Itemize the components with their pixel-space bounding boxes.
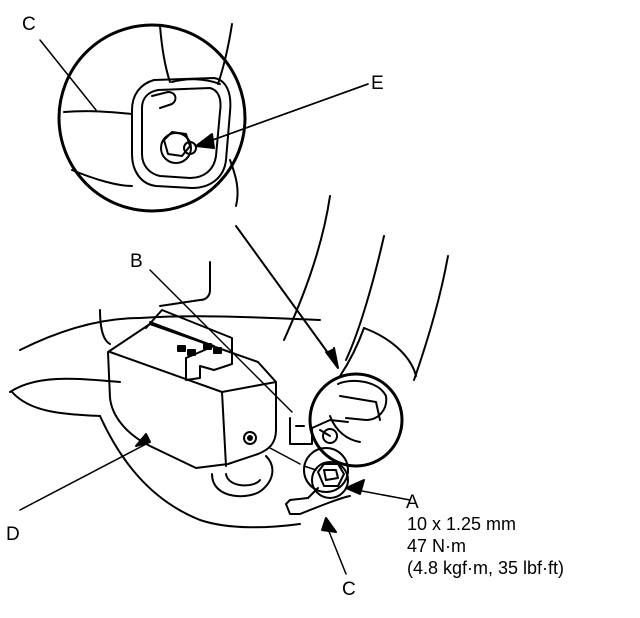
detail-view — [39, 23, 369, 213]
label-c-top: C — [22, 14, 36, 35]
bolt-spec: 10 x 1.25 mm 47 N·m (4.8 kgf·m, 35 lbf·f… — [407, 513, 564, 579]
label-e: E — [371, 73, 384, 94]
seat-assembly — [9, 195, 449, 529]
bolt-size: 10 x 1.25 mm — [407, 514, 517, 534]
buckle-box — [107, 309, 301, 498]
label-b: B — [130, 251, 143, 272]
torque-alt: (4.8 kgf·m, 35 lbf·ft) — [407, 558, 565, 578]
label-a: A — [406, 492, 419, 513]
anchor-bracket — [285, 417, 351, 515]
label-c-bottom: C — [342, 579, 356, 600]
anchor-detail-circle — [308, 372, 404, 468]
torque-nm: 47 N·m — [407, 536, 467, 556]
label-d: D — [6, 524, 20, 545]
